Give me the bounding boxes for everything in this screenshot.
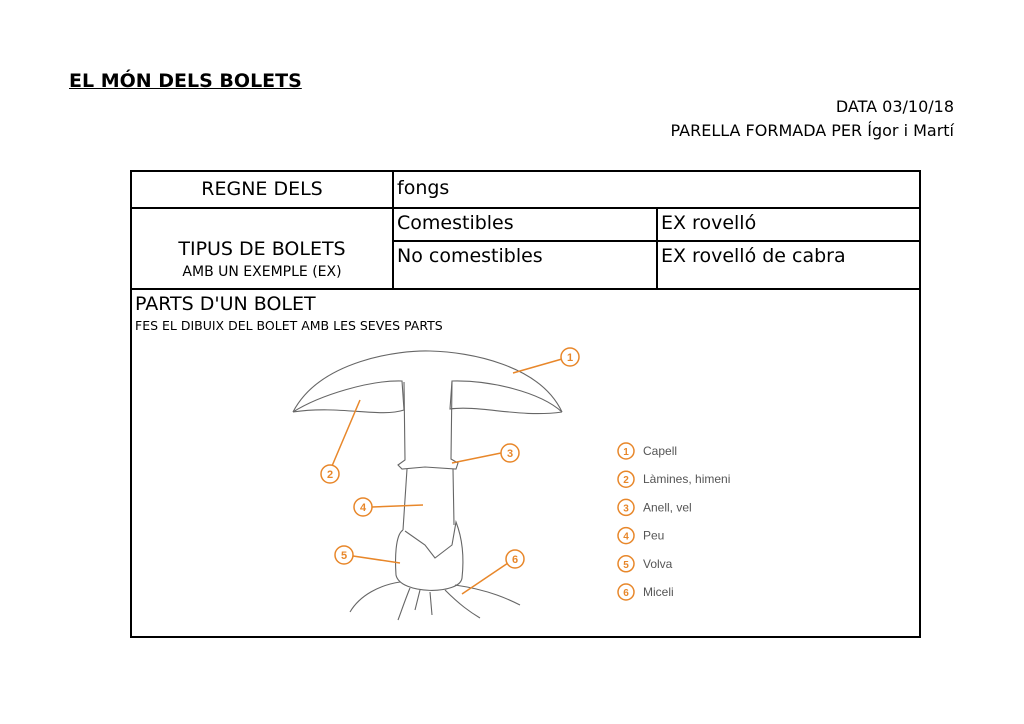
legend-item: 3 Anell, vel <box>617 498 692 517</box>
regne-value: fongs <box>397 177 450 199</box>
page-title: EL MÓN DELS BOLETS <box>69 70 302 92</box>
legend-item: 5 Volva <box>617 555 673 573</box>
legend-number-circle <box>617 583 635 601</box>
svg-text:4: 4 <box>360 502 367 514</box>
gills-left <box>292 380 405 414</box>
legend-item: 1 Capell <box>617 442 677 460</box>
legend-number-circle <box>617 442 635 460</box>
worksheet-table <box>130 170 921 638</box>
callout-numbers: 1 2 3 4 5 6 <box>327 352 573 566</box>
svg-text:1: 1 <box>567 352 573 364</box>
example-no-comestibles: EX rovelló de cabra <box>661 245 846 267</box>
volva <box>394 519 464 591</box>
svg-text:3: 3 <box>507 448 513 460</box>
parts-label: PARTS D'UN BOLET <box>135 293 316 315</box>
stem-top <box>397 381 459 470</box>
svg-text:2: 2 <box>327 469 333 481</box>
stem <box>402 468 455 531</box>
tipus-label: TIPUS DE BOLETS <box>178 238 346 260</box>
legend-label: Anell, vel <box>643 500 692 514</box>
legend: 1 Capell 2 Làmines, himeni 3 Anell, vel 4 Peu 5 V… <box>617 442 730 601</box>
tipus-sublabel: AMB UN EXEMPLE (EX) <box>182 264 342 280</box>
legend-number: 1 <box>623 447 629 458</box>
legend-number-circle <box>617 498 635 517</box>
mycelium <box>349 581 521 621</box>
legend-number: 6 <box>623 588 629 599</box>
legend-number: 2 <box>623 475 629 486</box>
svg-text:6: 6 <box>512 554 518 566</box>
legend-number-circle <box>617 555 635 573</box>
legend-number: 4 <box>623 532 629 543</box>
legend-label: Capell <box>643 444 677 458</box>
legend-number-circle <box>617 470 635 488</box>
legend-label: Peu <box>643 529 664 543</box>
callouts <box>320 347 580 595</box>
legend-item: 4 Peu <box>617 526 664 545</box>
gills-right <box>449 380 563 415</box>
regne-label: REGNE DELS <box>201 178 323 200</box>
mushroom-drawing <box>292 350 563 621</box>
svg-text:5: 5 <box>341 550 347 562</box>
legend-item: 6 Miceli <box>617 583 674 601</box>
legend-label: Miceli <box>643 585 674 599</box>
type-no-comestibles: No comestibles <box>397 245 543 267</box>
pair-text: PARELLA FORMADA PER Ígor i Martí <box>670 121 954 140</box>
date-text: DATA 03/10/18 <box>835 97 954 116</box>
cell-ex2 <box>656 240 921 290</box>
cap-outline <box>292 350 563 413</box>
example-comestibles: EX rovelló <box>661 212 757 234</box>
legend-number: 3 <box>623 503 629 514</box>
legend-number: 5 <box>623 560 629 571</box>
legend-item: 2 Làmines, himeni <box>617 470 730 488</box>
legend-label: Làmines, himeni <box>643 472 730 486</box>
type-comestibles: Comestibles <box>397 212 514 234</box>
legend-number-circle <box>617 526 635 545</box>
legend-label: Volva <box>643 557 673 571</box>
parts-instruction: FES EL DIBUIX DEL BOLET AMB LES SEVES PA… <box>135 318 443 333</box>
